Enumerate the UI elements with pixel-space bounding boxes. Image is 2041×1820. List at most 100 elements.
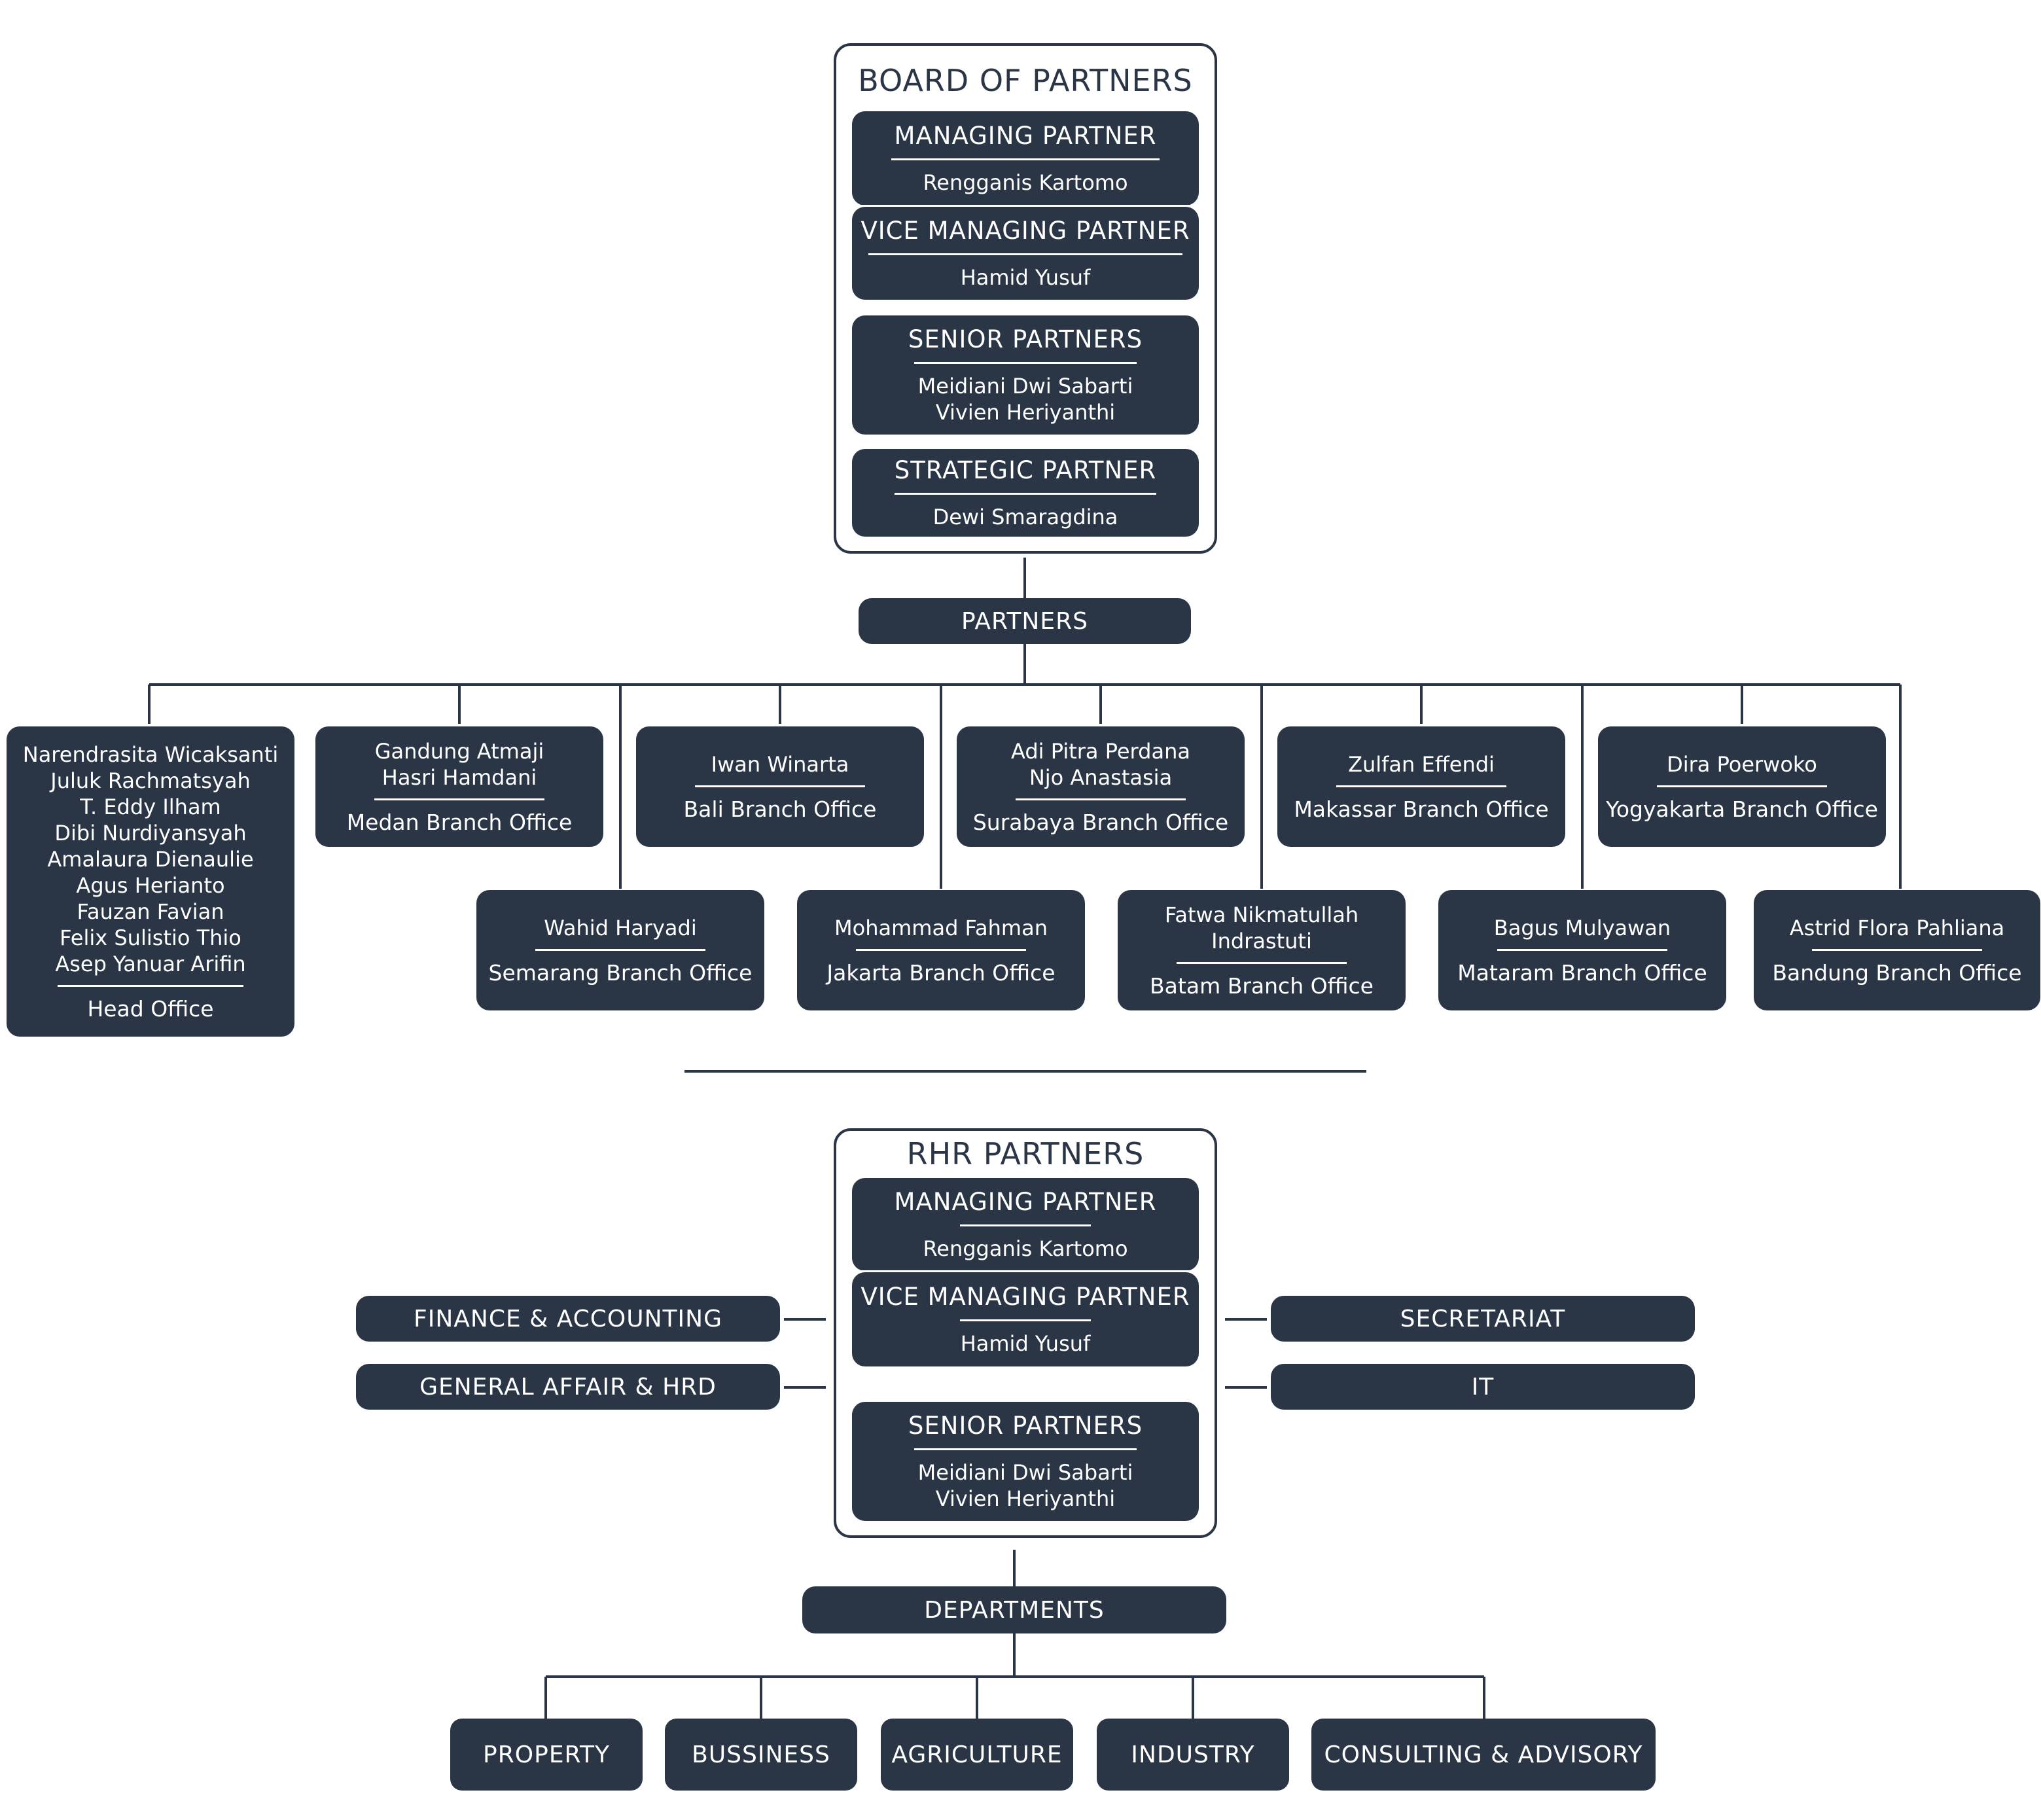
divider <box>1177 961 1347 964</box>
office-member: Njo Anastasia <box>1029 764 1173 790</box>
managing-partner-name: Rengganis Kartomo <box>923 170 1128 195</box>
rhr-senior-partner-name: Vivien Heriyanthi <box>935 1486 1116 1511</box>
office-name: Medan Branch Office <box>346 809 573 835</box>
office-member: Amalaura Dienaulie <box>47 846 254 872</box>
office-name: Batam Branch Office <box>1150 972 1374 999</box>
office-name: Jakarta Branch Office <box>826 959 1056 986</box>
office-member: Mohammad Fahman <box>834 915 1048 940</box>
unit-it: IT <box>1271 1364 1695 1410</box>
divider <box>1812 948 1982 951</box>
office-member: Agus Herianto <box>76 872 225 898</box>
office-member: Juluk Rachmatsyah <box>50 768 251 793</box>
unit-label: IT <box>1471 1373 1495 1401</box>
office-member: Dira Poerwoko <box>1667 751 1817 777</box>
rhr-senior-partners-box: SENIOR PARTNERS Meidiani Dwi Sabarti Viv… <box>852 1402 1199 1521</box>
divider <box>914 1448 1137 1450</box>
office-box-makassar: Zulfan Effendi Makassar Branch Office <box>1277 726 1565 847</box>
dept-bussiness: BUSSINESS <box>665 1719 857 1791</box>
office-member: Hasri Hamdani <box>382 764 537 790</box>
dept-consulting-advisory: CONSULTING & ADVISORY <box>1311 1719 1656 1791</box>
senior-partner-name: Vivien Heriyanthi <box>935 399 1116 425</box>
strategic-partner-role: STRATEGIC PARTNER <box>894 455 1157 484</box>
office-member: Bagus Mulyawan <box>1493 915 1671 940</box>
office-member: T. Eddy Ilham <box>80 794 221 819</box>
unit-secretariat: SECRETARIAT <box>1271 1296 1695 1342</box>
divider <box>868 253 1182 255</box>
dept-label: AGRICULTURE <box>891 1741 1063 1768</box>
vice-managing-partner-box: VICE MANAGING PARTNER Hamid Yusuf <box>852 207 1199 300</box>
office-member: Fatwa Nikmatullah <box>1164 902 1359 927</box>
divider <box>891 158 1160 160</box>
office-member: Fauzan Favian <box>77 899 224 924</box>
strategic-partner-name: Dewi Smaragdina <box>932 504 1118 529</box>
managing-partner-role: MANAGING PARTNER <box>894 121 1157 150</box>
unit-label: FINANCE & ACCOUNTING <box>414 1305 722 1332</box>
unit-label: GENERAL AFFAIR & HRD <box>419 1373 717 1401</box>
office-box-surabaya: Adi Pitra Perdana Njo Anastasia Surabaya… <box>957 726 1245 847</box>
office-box-bandung: Astrid Flora Pahliana Bandung Branch Off… <box>1754 890 2040 1010</box>
rhr-vice-managing-partner-box: VICE MANAGING PARTNER Hamid Yusuf <box>852 1272 1199 1366</box>
office-name: Mataram Branch Office <box>1457 959 1707 986</box>
rhr-vice-managing-partner-role: VICE MANAGING PARTNER <box>861 1282 1190 1311</box>
dept-label: CONSULTING & ADVISORY <box>1324 1741 1643 1768</box>
office-member: Felix Sulistio Thio <box>60 925 241 950</box>
divider <box>852 205 1199 207</box>
office-name: Semarang Branch Office <box>488 959 753 986</box>
divider <box>895 492 1156 495</box>
office-box-semarang: Wahid Haryadi Semarang Branch Office <box>476 890 764 1010</box>
divider <box>535 948 705 951</box>
office-box-bali: Iwan Winarta Bali Branch Office <box>636 726 924 847</box>
dept-industry: INDUSTRY <box>1097 1719 1289 1791</box>
rhr-managing-partner-name: Rengganis Kartomo <box>923 1236 1128 1261</box>
divider <box>695 785 865 787</box>
rhr-senior-partners-role: SENIOR PARTNERS <box>908 1411 1143 1440</box>
divider <box>852 1270 1199 1272</box>
board-title: BOARD OF PARTNERS <box>858 63 1193 98</box>
senior-partners-role: SENIOR PARTNERS <box>908 325 1143 353</box>
partners-label: PARTNERS <box>961 607 1088 635</box>
rhr-managing-partner-box: MANAGING PARTNER Rengganis Kartomo <box>852 1178 1199 1271</box>
departments-node: DEPARTMENTS <box>802 1586 1226 1633</box>
divider <box>1336 785 1506 787</box>
strategic-partner-box: STRATEGIC PARTNER Dewi Smaragdina <box>852 449 1199 537</box>
divider <box>856 948 1026 951</box>
office-member: Dibi Nurdiyansyah <box>54 820 247 846</box>
office-box-batam: Fatwa Nikmatullah Indrastuti Batam Branc… <box>1118 890 1406 1010</box>
office-name: Surabaya Branch Office <box>972 809 1229 835</box>
dept-label: BUSSINESS <box>692 1741 830 1768</box>
office-member: Adi Pitra Perdana <box>1011 738 1190 764</box>
divider <box>58 984 243 987</box>
office-member: Zulfan Effendi <box>1348 751 1495 777</box>
unit-general-affair-hrd: GENERAL AFFAIR & HRD <box>356 1364 780 1410</box>
office-name: Makassar Branch Office <box>1294 796 1549 822</box>
partners-node: PARTNERS <box>859 598 1191 644</box>
office-box-medan: Gandung Atmaji Hasri Hamdani Medan Branc… <box>315 726 603 847</box>
office-name: Bali Branch Office <box>683 796 877 822</box>
office-member: Iwan Winarta <box>711 751 849 777</box>
dept-label: INDUSTRY <box>1131 1741 1255 1768</box>
office-member: Astrid Flora Pahliana <box>1789 915 2005 940</box>
dept-agriculture: AGRICULTURE <box>881 1719 1073 1791</box>
unit-finance-accounting: FINANCE & ACCOUNTING <box>356 1296 780 1342</box>
unit-label: SECRETARIAT <box>1400 1305 1566 1332</box>
managing-partner-box: MANAGING PARTNER Rengganis Kartomo <box>852 111 1199 205</box>
divider <box>1497 948 1667 951</box>
divider <box>1016 798 1186 800</box>
office-box-head: Narendrasita Wicaksanti Juluk Rachmatsya… <box>7 726 294 1037</box>
rhr-title: RHR PARTNERS <box>906 1136 1145 1171</box>
rhr-managing-partner-role: MANAGING PARTNER <box>894 1187 1157 1216</box>
office-member: Narendrasita Wicaksanti <box>22 741 279 767</box>
senior-partners-box: SENIOR PARTNERS Meidiani Dwi Sabarti Viv… <box>852 315 1199 435</box>
rhr-vice-managing-partner-name: Hamid Yusuf <box>960 1330 1091 1356</box>
office-name: Head Office <box>87 995 214 1022</box>
divider <box>960 1319 1091 1321</box>
office-member: Wahid Haryadi <box>544 915 697 940</box>
office-name: Bandung Branch Office <box>1772 959 2022 986</box>
rhr-senior-partner-name: Meidiani Dwi Sabarti <box>917 1459 1133 1485</box>
vice-managing-partner-role: VICE MANAGING PARTNER <box>861 216 1190 245</box>
divider <box>960 1224 1091 1226</box>
senior-partner-name: Meidiani Dwi Sabarti <box>917 373 1133 399</box>
divider <box>914 361 1137 364</box>
